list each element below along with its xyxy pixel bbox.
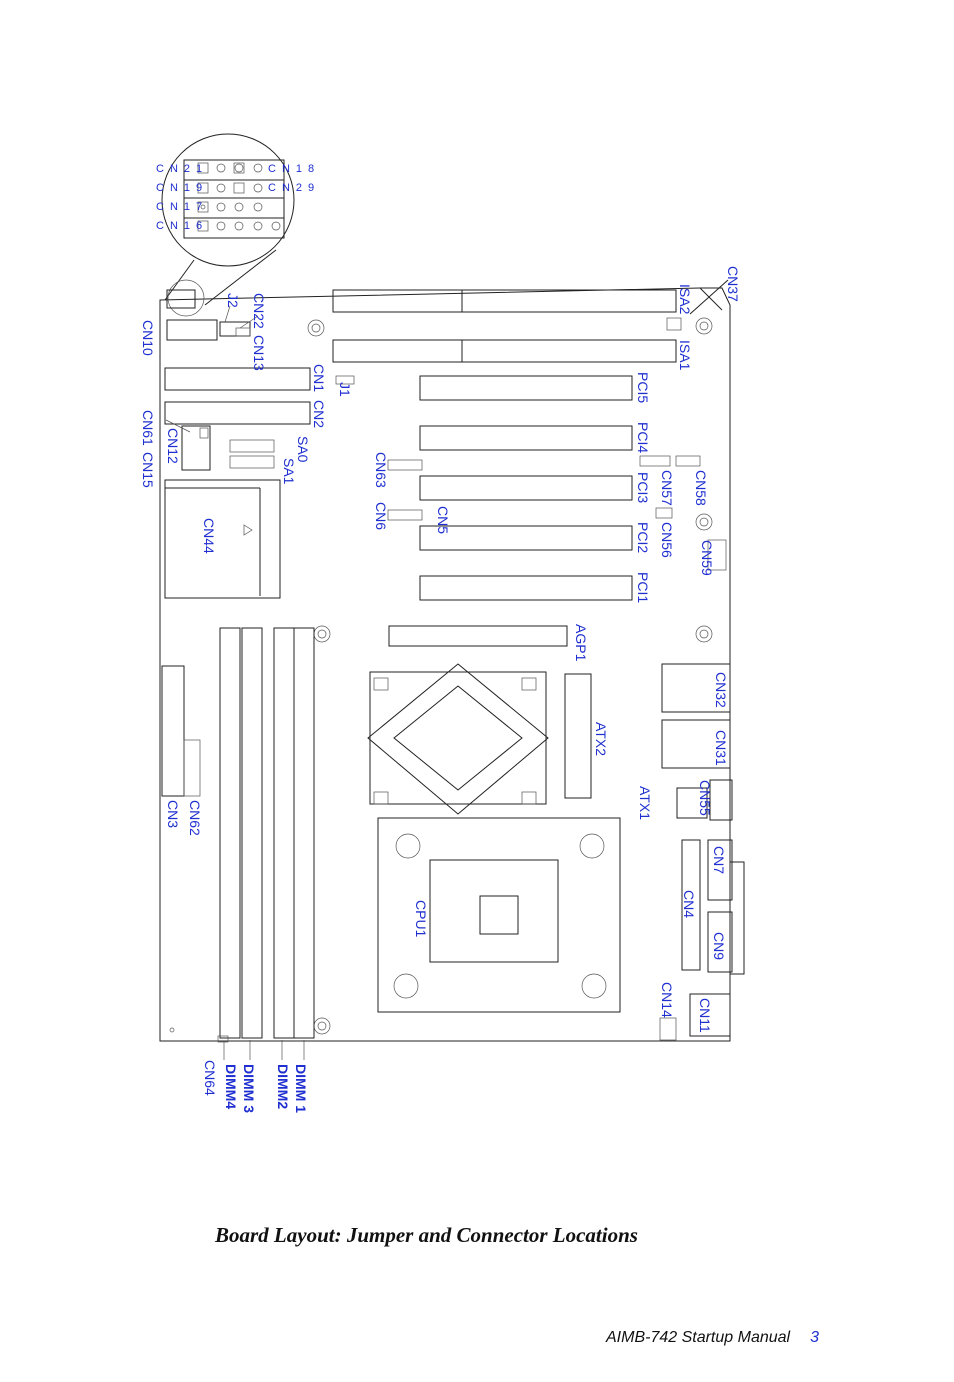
label-cn19: CN19 <box>156 182 208 194</box>
label-cn55: CN55 <box>697 780 713 816</box>
rear-io <box>659 663 745 1041</box>
label-cn1: CN1 <box>311 364 327 392</box>
page-number: 3 <box>810 1329 819 1346</box>
label-cn3: CN3 <box>165 800 181 828</box>
label-cn18: CN18 <box>268 163 320 175</box>
label-cn15: CN15 <box>140 452 156 488</box>
label-cn32: CN32 <box>713 672 729 708</box>
dimm-slots <box>217 627 315 1060</box>
agp-slot <box>388 625 568 647</box>
label-cn63: CN63 <box>373 452 389 488</box>
cn44-cf-slot <box>164 479 281 599</box>
label-sa0: SA0 <box>295 436 311 463</box>
label-cn37: CN37 <box>725 266 741 302</box>
label-j1: J1 <box>337 382 353 397</box>
pci-slots <box>387 375 727 601</box>
label-cn56: CN56 <box>659 522 675 558</box>
manual-title: AIMB-742 Startup Manual <box>606 1329 791 1346</box>
label-cn29: CN29 <box>268 182 320 194</box>
label-cn13: CN13 <box>251 335 267 371</box>
label-agp1: AGP1 <box>573 624 589 662</box>
label-cn4: CN4 <box>681 890 697 918</box>
page-footer: AIMB-742 Startup Manual 3 <box>606 1329 819 1347</box>
label-cn44: CN44 <box>201 518 217 554</box>
label-cn6: CN6 <box>373 502 389 530</box>
label-pci3: PCI3 <box>635 472 651 503</box>
label-pci4: PCI4 <box>635 422 651 453</box>
label-dimm2: DIMM2 <box>275 1064 291 1109</box>
top-left-headers <box>166 279 251 341</box>
label-isa2: ISA2 <box>677 284 693 315</box>
label-cn14: CN14 <box>659 982 675 1018</box>
label-cpu1: CPU1 <box>413 900 429 938</box>
label-cn5: CN5 <box>435 506 451 534</box>
isa-slots <box>332 289 682 363</box>
label-cn10: CN10 <box>140 320 156 356</box>
mounting-holes <box>169 317 713 1035</box>
label-cn9: CN9 <box>711 932 727 960</box>
leader-lines <box>165 305 259 433</box>
zoom-callout: CN21 CN19 CN17 CN16 CN18 CN29 <box>156 133 320 306</box>
ide-connectors <box>164 367 355 425</box>
label-sa1: SA1 <box>281 458 297 485</box>
label-cn12: CN12 <box>165 428 181 464</box>
cpu-socket <box>377 817 621 1013</box>
label-isa1: ISA1 <box>677 340 693 371</box>
label-cn31: CN31 <box>713 730 729 766</box>
label-dimm1: DIMM 1 <box>293 1064 309 1113</box>
label-cn61: CN61 <box>140 410 156 446</box>
label-cn58: CN58 <box>693 470 709 506</box>
label-pci5: PCI5 <box>635 372 651 403</box>
label-cn16: CN16 <box>156 220 208 232</box>
label-j2: J2 <box>225 293 241 308</box>
label-cn7: CN7 <box>711 846 727 874</box>
label-cn64: CN64 <box>202 1060 218 1096</box>
label-cn57: CN57 <box>659 470 675 506</box>
component-labels: CN37 CN10 J2 CN22 CN13 ISA2 ISA1 CN1 J1 … <box>140 266 741 1113</box>
label-cn17: CN17 <box>156 201 208 213</box>
label-cn21: CN21 <box>156 163 208 175</box>
label-dimm4: DIMM4 <box>223 1064 239 1109</box>
label-pci1: PCI1 <box>635 572 651 603</box>
northbridge-heatsink <box>367 663 549 815</box>
label-atx2: ATX2 <box>593 722 609 756</box>
label-cn2: CN2 <box>311 400 327 428</box>
atx2-connector <box>564 673 592 799</box>
label-dimm3: DIMM 3 <box>241 1064 257 1113</box>
label-cn59: CN59 <box>699 540 715 576</box>
cn3-cn62-headers <box>161 665 201 797</box>
label-atx1: ATX1 <box>637 786 653 820</box>
label-cn11: CN11 <box>697 998 713 1033</box>
figure-caption: Board Layout: Jumper and Connector Locat… <box>215 1223 638 1247</box>
label-pci2: PCI2 <box>635 522 651 553</box>
label-cn62: CN62 <box>187 800 203 836</box>
fan-and-sa-headers <box>181 425 275 471</box>
label-cn22: CN22 <box>251 293 267 329</box>
